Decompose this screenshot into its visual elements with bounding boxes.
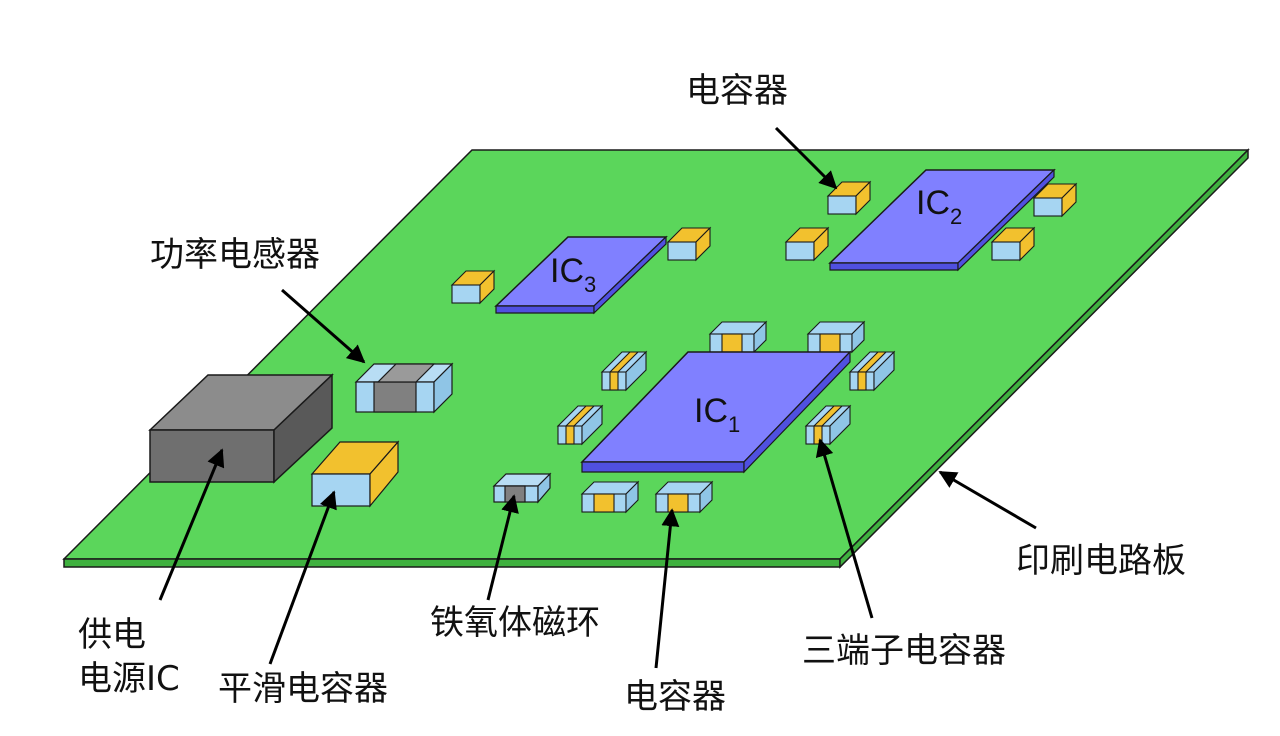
- arrow-three-terminal: [815, 438, 874, 619]
- arrow-ferrite: [486, 494, 519, 601]
- arrow-pcb: [938, 470, 1037, 530]
- label-power-ic-line2: 电源IC: [78, 659, 180, 699]
- label-capacitor-top: 电容器: [686, 71, 788, 111]
- capacitor-angled: [556, 404, 604, 446]
- label-capacitor-bottom: 电容器: [624, 677, 726, 717]
- ic1-label: IC1: [694, 392, 740, 437]
- ic1-chip: IC1: [580, 350, 852, 474]
- chip-capacitors: [450, 180, 1078, 514]
- capacitor-chip: [784, 226, 830, 262]
- capacitor-chip: [826, 180, 872, 216]
- capacitor-chip: [666, 226, 712, 262]
- labels: 电容器 功率电感器 印刷电路板 铁氧体磁环 三端子电容器 电容器 平滑电容器 供…: [78, 71, 1186, 717]
- arrow-power-ic: [158, 448, 225, 601]
- ic3-chip: IC3: [494, 235, 668, 315]
- ic2-chip: IC2: [828, 168, 1056, 272]
- angled-capacitors: [556, 350, 896, 446]
- ic3-label: IC3: [550, 252, 596, 297]
- smoothing-capacitor: [310, 440, 400, 508]
- arrow-capacitor-top: [774, 126, 838, 190]
- capacitor-chip: [990, 226, 1036, 262]
- capacitor-chip: [580, 480, 640, 514]
- callout-arrows: [158, 126, 1037, 669]
- capacitor-chip: [450, 269, 496, 305]
- power-inductor: [354, 362, 454, 414]
- arrow-smoothing-cap: [268, 490, 337, 665]
- board-right-edge: [839, 148, 1249, 569]
- arrow-power-inductor: [281, 288, 366, 364]
- label-power-inductor: 功率电感器: [150, 235, 320, 275]
- capacitor-chip: [708, 320, 768, 354]
- capacitor-chip: [1032, 182, 1078, 218]
- capacitor-chip: [806, 320, 866, 354]
- label-pcb: 印刷电路板: [1016, 541, 1186, 581]
- label-three-terminal: 三端子电容器: [802, 631, 1006, 671]
- ic2-label: IC2: [916, 184, 962, 229]
- capacitor-angled: [848, 350, 896, 392]
- label-smoothing-cap: 平滑电容器: [218, 669, 388, 709]
- board-front-edge: [63, 558, 841, 568]
- arrow-capacitor-bottom: [654, 508, 680, 669]
- capacitor-chip: [654, 480, 714, 514]
- power-supply-ic: [148, 373, 334, 484]
- label-power-ic-line1: 供电: [78, 615, 146, 655]
- ferrite-bead: [492, 472, 552, 504]
- capacitor-angled: [600, 350, 648, 392]
- label-ferrite: 铁氧体磁环: [430, 603, 600, 643]
